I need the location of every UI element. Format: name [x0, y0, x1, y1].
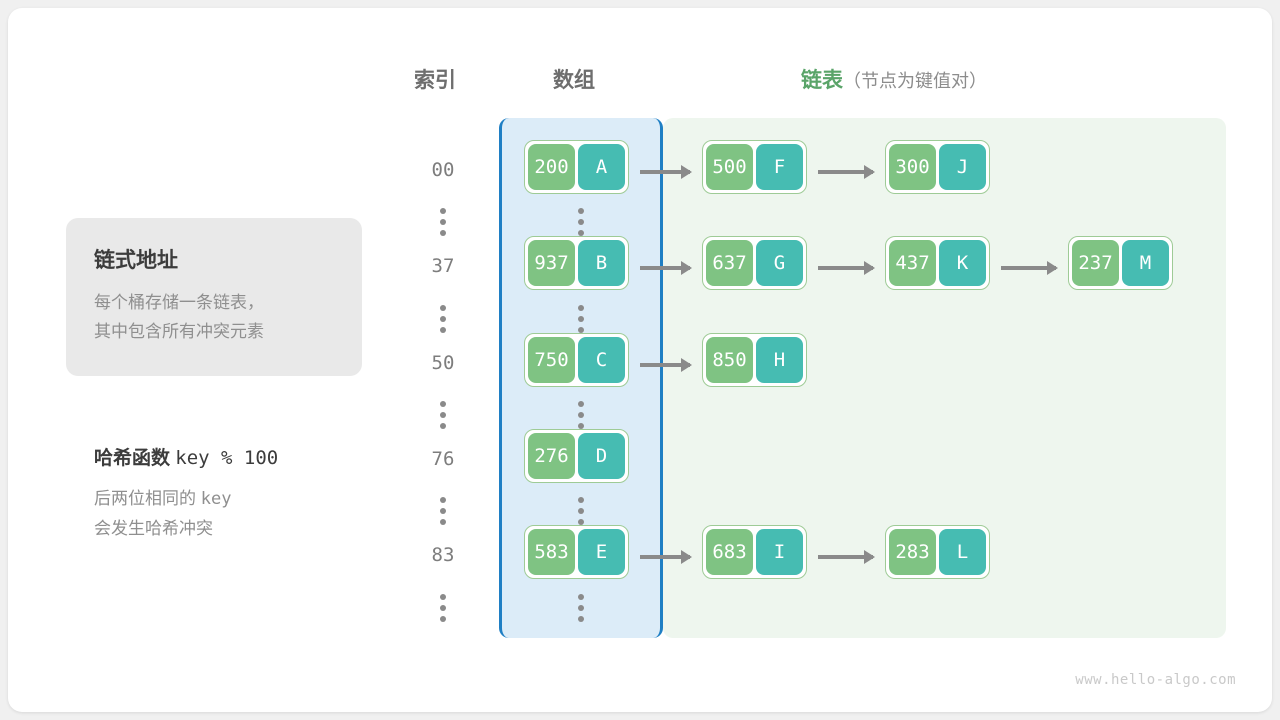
column-header-linkedlist: 链表（节点为键值对） — [801, 64, 987, 94]
node-value: I — [756, 529, 803, 575]
hash-function-note: 哈希函数 key % 100 后两位相同的 key 会发生哈希冲突 — [94, 443, 414, 543]
node-key: 937 — [528, 240, 575, 286]
node-key: 583 — [528, 529, 575, 575]
vertical-ellipsis — [440, 497, 446, 525]
node-value: J — [939, 144, 986, 190]
hash-note-line-1-text: 后两位相同的 — [94, 489, 196, 508]
node-value: L — [939, 529, 986, 575]
bucket-index-50: 50 — [431, 352, 455, 374]
info-card-title: 链式地址 — [94, 249, 178, 272]
node-value: F — [756, 144, 803, 190]
node-value: H — [756, 337, 803, 383]
node-value: G — [756, 240, 803, 286]
watermark: www.hello-algo.com — [1075, 672, 1236, 688]
node-key: 500 — [706, 144, 753, 190]
info-card-line-1: 每个桶存储一条链表， — [94, 293, 264, 312]
column-header-linkedlist-sub: （节点为键值对） — [843, 71, 987, 91]
chain-arrow — [1001, 266, 1056, 270]
node-key: 237 — [1072, 240, 1119, 286]
node-value: E — [578, 529, 625, 575]
vertical-ellipsis — [578, 594, 584, 622]
hash-function-body: 后两位相同的 key 会发生哈希冲突 — [94, 484, 414, 543]
info-card-chaining: 链式地址 每个桶存储一条链表， 其中包含所有冲突元素 — [66, 218, 362, 376]
hash-function-label: 哈希函数 — [94, 448, 171, 469]
node-key: 683 — [706, 529, 753, 575]
bucket-index-37: 37 — [431, 255, 455, 277]
hash-function-title: 哈希函数 key % 100 — [94, 443, 414, 470]
vertical-ellipsis — [578, 497, 584, 525]
info-card-line-2: 其中包含所有冲突元素 — [94, 322, 264, 341]
vertical-ellipsis — [440, 401, 446, 429]
vertical-ellipsis — [440, 208, 446, 236]
vertical-ellipsis — [578, 401, 584, 429]
chain-arrow — [640, 266, 690, 270]
bucket-index-76: 76 — [431, 448, 455, 470]
chain-arrow — [818, 555, 873, 559]
node-value: D — [578, 433, 625, 479]
node-key: 750 — [528, 337, 575, 383]
column-header-linkedlist-main: 链表 — [801, 69, 843, 92]
info-card-body: 每个桶存储一条链表， 其中包含所有冲突元素 — [94, 288, 362, 346]
node-value: A — [578, 144, 625, 190]
node-value: K — [939, 240, 986, 286]
column-header-index: 索引 — [414, 69, 456, 92]
node-value: C — [578, 337, 625, 383]
vertical-ellipsis — [440, 594, 446, 622]
hash-function-expression: key % 100 — [175, 447, 279, 469]
hash-note-line-2: 会发生哈希冲突 — [94, 519, 213, 538]
node-key: 300 — [889, 144, 936, 190]
hash-note-line-1: 后两位相同的 key — [94, 484, 414, 514]
vertical-ellipsis — [578, 305, 584, 333]
hash-note-line-1-key: key — [200, 489, 232, 509]
vertical-ellipsis — [578, 208, 584, 236]
column-header-array: 数组 — [553, 69, 595, 92]
node-value: M — [1122, 240, 1169, 286]
chain-arrow — [640, 170, 690, 174]
bucket-index-00: 00 — [431, 159, 455, 181]
vertical-ellipsis — [440, 305, 446, 333]
chain-arrow — [818, 170, 873, 174]
node-key: 850 — [706, 337, 753, 383]
chain-arrow — [818, 266, 873, 270]
chain-arrow — [640, 363, 690, 367]
chain-arrow — [640, 555, 690, 559]
node-key: 276 — [528, 433, 575, 479]
node-key: 200 — [528, 144, 575, 190]
bucket-index-83: 83 — [431, 544, 455, 566]
node-key: 283 — [889, 529, 936, 575]
node-value: B — [578, 240, 625, 286]
node-key: 437 — [889, 240, 936, 286]
node-key: 637 — [706, 240, 753, 286]
